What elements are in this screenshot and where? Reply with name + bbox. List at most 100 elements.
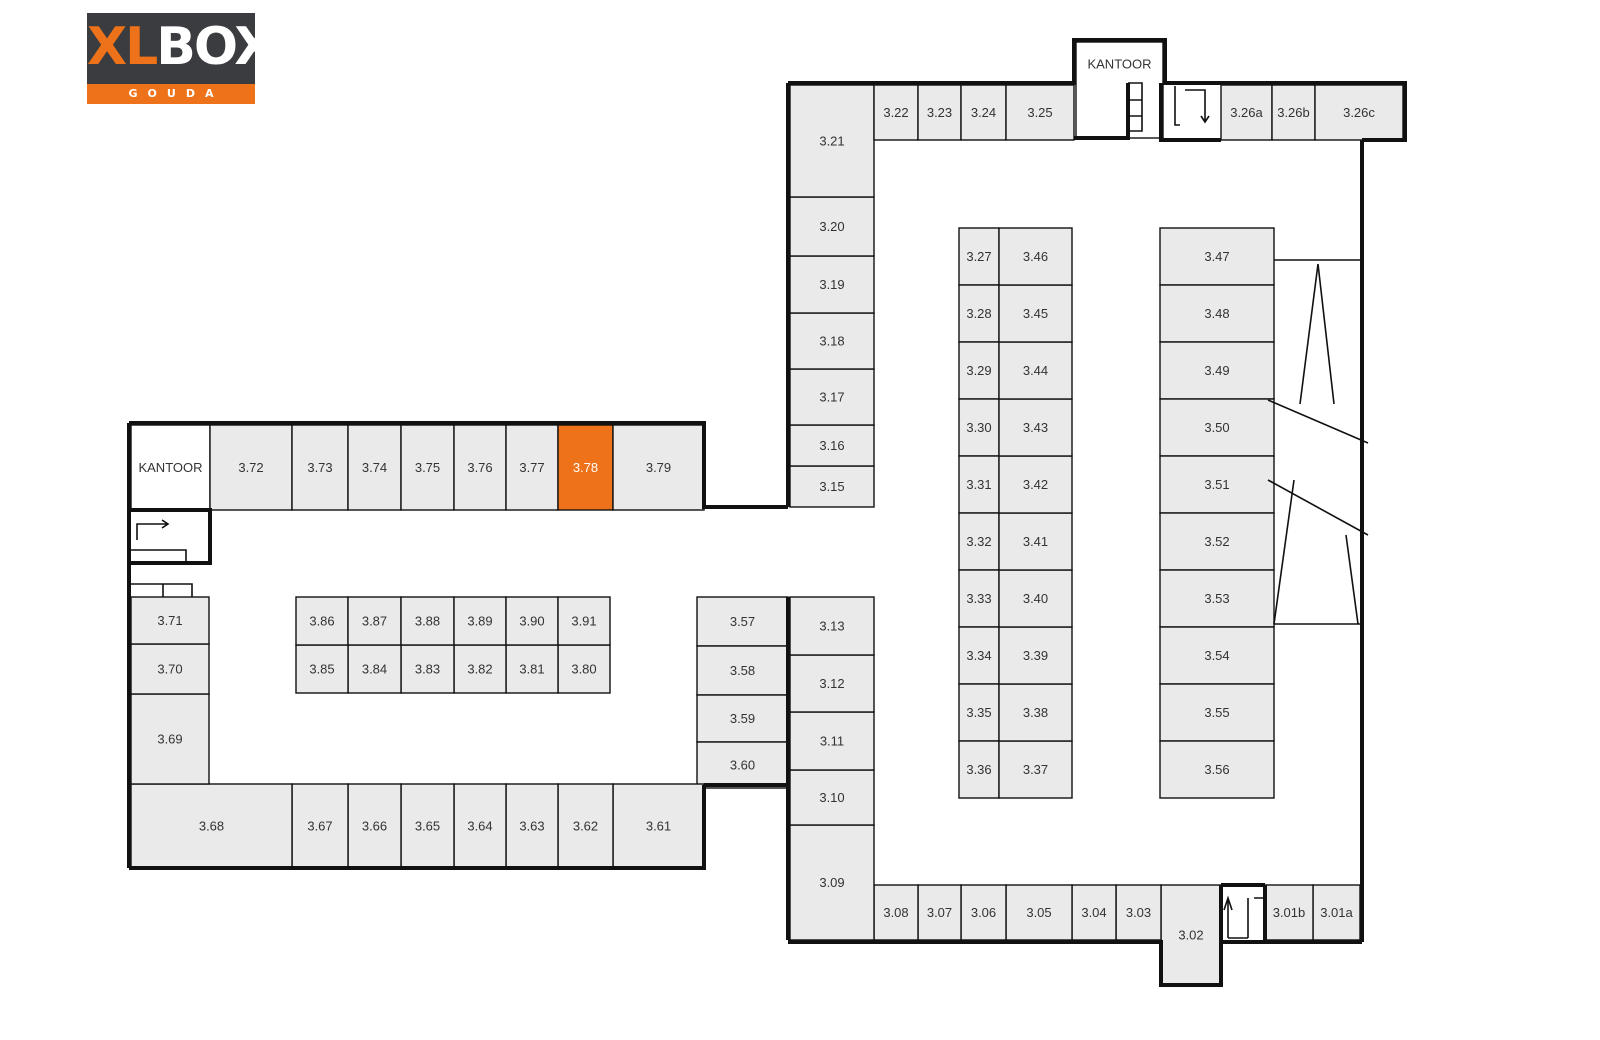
unit-3-15[interactable] [789, 465, 875, 508]
unit-3-36[interactable] [958, 740, 1000, 799]
unit-label-3-21: 3.21 [819, 134, 844, 149]
bottom-stair-lines [1223, 895, 1265, 939]
unit-3-72[interactable] [209, 424, 293, 511]
unit-3-21[interactable] [789, 84, 875, 198]
unit-3-89[interactable] [453, 596, 507, 646]
unit-label-3-59: 3.59 [730, 711, 755, 726]
unit-3-25[interactable] [1005, 84, 1075, 141]
unit-3-48[interactable] [1159, 284, 1275, 343]
unit-label-3-61: 3.61 [646, 819, 671, 834]
unit-3-42[interactable] [998, 455, 1073, 514]
unit-label-3-52: 3.52 [1204, 534, 1229, 549]
unit-3-53[interactable] [1159, 569, 1275, 628]
unit-3-50[interactable] [1159, 398, 1275, 457]
unit-3-02[interactable] [1160, 884, 1222, 986]
unit-3-90[interactable] [505, 596, 559, 646]
unit-3-03[interactable] [1115, 884, 1162, 941]
unit-label-3-82: 3.82 [467, 662, 492, 677]
unit-3-44[interactable] [998, 341, 1073, 400]
unit-3-18[interactable] [789, 312, 875, 370]
unit-label-3-68: 3.68 [199, 819, 224, 834]
unit-label-3-08: 3.08 [883, 905, 908, 920]
unit-3-61[interactable] [612, 783, 705, 869]
unit-3-55[interactable] [1159, 683, 1275, 742]
unit-3-47[interactable] [1159, 227, 1275, 286]
unit-label-3-58: 3.58 [730, 663, 755, 678]
unit-3-16[interactable] [789, 424, 875, 467]
unit-3-71[interactable] [130, 596, 210, 645]
unit-label-3-38: 3.38 [1023, 705, 1048, 720]
unit-3-24[interactable] [960, 84, 1007, 141]
unit-label-3-24: 3.24 [971, 105, 996, 120]
unit-3-45[interactable] [998, 284, 1073, 343]
unit-3-23[interactable] [917, 84, 962, 141]
unit-3-30[interactable] [958, 398, 1000, 457]
unit-3-85[interactable] [295, 644, 349, 694]
unit-3-35[interactable] [958, 683, 1000, 742]
unit-label-3-53: 3.53 [1204, 591, 1229, 606]
unit-label-3-88: 3.88 [415, 614, 440, 629]
unit-3-07[interactable] [917, 884, 962, 941]
unit-3-37[interactable] [998, 740, 1073, 799]
unit-3-46[interactable] [998, 227, 1073, 286]
unit-3-87[interactable] [347, 596, 402, 646]
top-stair-wall [1074, 83, 1221, 142]
unit-3-33[interactable] [958, 569, 1000, 628]
units-layer [130, 41, 1404, 986]
unit-label-3-86: 3.86 [309, 614, 334, 629]
unit-3-34[interactable] [958, 626, 1000, 685]
unit-3-69[interactable] [130, 693, 210, 785]
unit-label-3-19: 3.19 [819, 277, 844, 292]
unit-3-13[interactable] [789, 596, 875, 656]
unit-3-52[interactable] [1159, 512, 1275, 571]
unit-3-56[interactable] [1159, 740, 1275, 799]
unit-3-41[interactable] [998, 512, 1073, 571]
unit-label-3-12: 3.12 [819, 676, 844, 691]
unit-3-86[interactable] [295, 596, 349, 646]
unit-3-66[interactable] [347, 783, 402, 869]
unit-3-54[interactable] [1159, 626, 1275, 685]
unit-label-3-11: 3.11 [820, 734, 844, 749]
unit-label-3-77: 3.77 [519, 460, 544, 475]
unit-3-38[interactable] [998, 683, 1073, 742]
unit-label-3-60: 3.60 [730, 758, 755, 773]
unit-label-3-30: 3.30 [966, 420, 991, 435]
unit-label-3-75: 3.75 [415, 460, 440, 475]
unit-3-79[interactable] [612, 424, 705, 511]
unit-3-83[interactable] [400, 644, 455, 694]
unit-3-49[interactable] [1159, 341, 1275, 400]
xlbox-gouda-logo: XLBOX GOUDA [87, 13, 274, 104]
unit-3-26a[interactable] [1220, 84, 1273, 141]
unit-3-73[interactable] [291, 424, 349, 511]
unit-3-91[interactable] [557, 596, 611, 646]
unit-3-77[interactable] [505, 424, 559, 511]
unit-3-27[interactable] [958, 227, 1000, 286]
unit-3-84[interactable] [347, 644, 402, 694]
unit-3-59[interactable] [696, 694, 789, 743]
unit-3-20[interactable] [789, 196, 875, 257]
unit-3-04[interactable] [1071, 884, 1117, 941]
unit-3-57[interactable] [696, 596, 789, 647]
unit-3-51[interactable] [1159, 455, 1275, 514]
unit-label-3-72: 3.72 [238, 460, 263, 475]
unit-3-62[interactable] [557, 783, 614, 869]
unit-label-3-66: 3.66 [362, 819, 387, 834]
unit-3-65[interactable] [400, 783, 455, 869]
unit-label-3-48: 3.48 [1204, 306, 1229, 321]
unit-3-63[interactable] [505, 783, 559, 869]
walls-layer [127, 38, 1407, 987]
unit-3-39[interactable] [998, 626, 1073, 685]
unit-label-3-40: 3.40 [1023, 591, 1048, 606]
unit-label-3-07: 3.07 [927, 905, 952, 920]
unit-label-3-04: 3.04 [1081, 905, 1106, 920]
unit-3-22[interactable] [873, 84, 919, 141]
unit-3-01b[interactable] [1264, 884, 1314, 941]
unit-label-3-34: 3.34 [966, 648, 991, 663]
unit-3-28[interactable] [958, 284, 1000, 343]
unit-label-3-15: 3.15 [819, 479, 844, 494]
ramp-lines [1267, 259, 1369, 625]
unit-3-68[interactable] [130, 783, 293, 869]
unit-3-06[interactable] [960, 884, 1007, 941]
unit-label-3-09: 3.09 [819, 875, 844, 890]
unit-label-3-13: 3.13 [819, 619, 844, 634]
